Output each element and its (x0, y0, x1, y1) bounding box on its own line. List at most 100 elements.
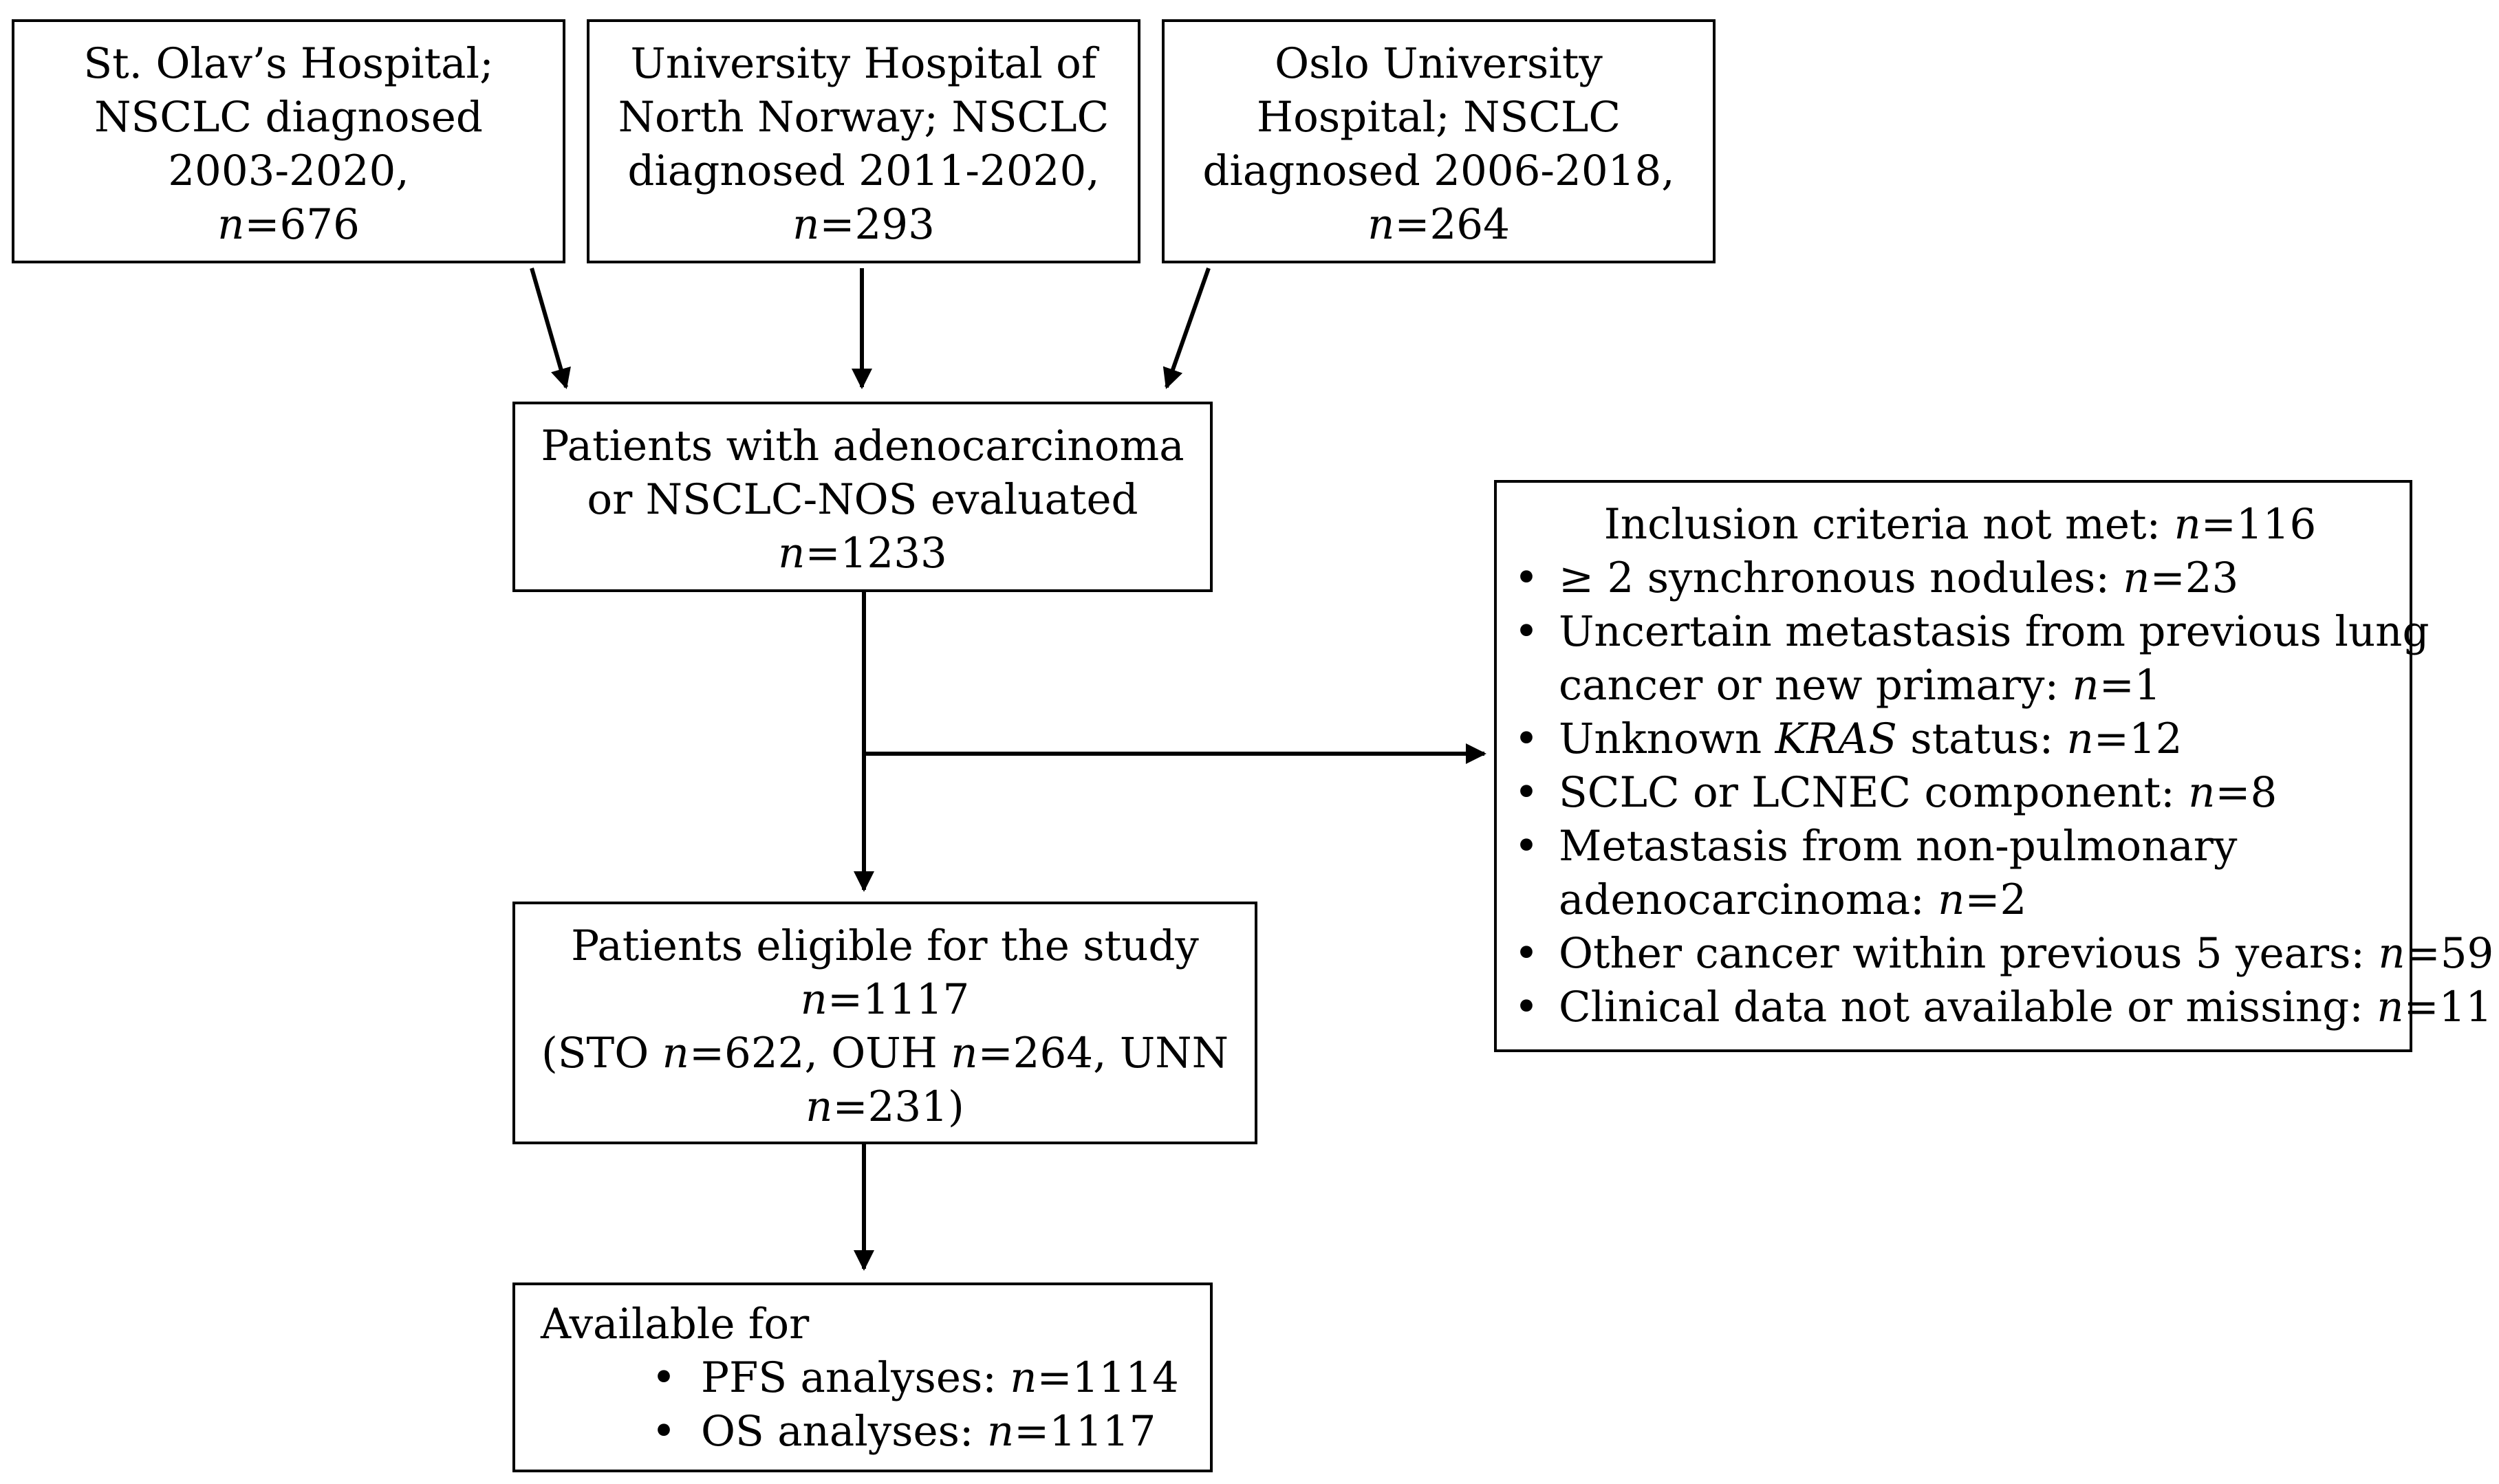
exclusion-item: • ≥ 2 synchronous nodules: n=23 (1497, 552, 2410, 605)
eligible-breakdown: (STO n=622, OUH n=264, UNN (515, 1027, 1255, 1080)
breakdown-text: =622, OUH (689, 1029, 951, 1078)
source-line: 2003-2020, (168, 146, 409, 195)
exclusion-title-text: Inclusion criteria not met: (1603, 500, 2174, 549)
count-value: =1117 (1014, 1407, 1156, 1456)
available-item-os: • OS analyses: n=1117 (515, 1405, 1210, 1459)
n-symbol: n (2072, 661, 2099, 710)
bullet-dot: • (1514, 822, 1539, 871)
n-symbol: n (2174, 500, 2201, 549)
eligible-box: Patients eligible for the study n=1117 (… (512, 902, 1257, 1144)
bullet-dot: • (1514, 607, 1539, 656)
n-symbol: n (2377, 983, 2404, 1032)
evaluated-line: Patients with adenocarcinoma (541, 422, 1184, 470)
exclusion-item: • Unknown KRAS status: n=12 (1497, 712, 2410, 766)
n-symbol: n (1010, 1353, 1037, 1402)
count-value: =2 (1965, 875, 2027, 924)
count-value: =11 (2403, 983, 2493, 1032)
source-line: diagnosed 2011-2020, (627, 146, 1100, 195)
eligible-line: Patients eligible for the study (571, 921, 1199, 970)
exclusion-item-text: cancer or new primary: (1559, 661, 2073, 710)
bullet-dot: • (651, 1353, 676, 1402)
bullet-dot: • (1514, 983, 1539, 1032)
exclusion-item: • SCLC or LCNEC component: n=8 (1497, 766, 2410, 820)
eligible-breakdown: n=231) (515, 1080, 1255, 1134)
n-symbol: n (2378, 929, 2405, 978)
count-value: =1114 (1037, 1353, 1179, 1402)
eligible-count: n=1117 (515, 973, 1255, 1027)
n-symbol: n (951, 1029, 978, 1078)
exclusion-item: • Clinical data not available or missing… (1497, 981, 2492, 1034)
bullet-dot: • (1514, 768, 1539, 817)
available-box: Available for • PFS analyses: n=1114 • O… (512, 1283, 1213, 1472)
bullet-dot: • (651, 1407, 676, 1456)
available-item-text: OS analyses: (701, 1407, 987, 1456)
source-line: St. Olav’s Hospital; (83, 39, 494, 88)
exclusion-item-continuation: cancer or new primary: n=1 (1497, 659, 2410, 712)
evaluated-line: or NSCLC-NOS evaluated (587, 475, 1138, 524)
source-line: NSCLC diagnosed (94, 93, 483, 142)
count-value: =264 (1394, 200, 1510, 249)
source-line: University Hospital of (630, 39, 1097, 88)
n-symbol: n (2066, 714, 2094, 763)
count-value: =116 (2200, 500, 2317, 549)
count-value: =12 (2093, 714, 2183, 763)
n-symbol: n (662, 1029, 689, 1078)
gene-name: KRAS (1775, 714, 1897, 763)
exclusion-item: • Metastasis from non-pulmonary (1497, 820, 2410, 873)
count-value: =676 (244, 200, 360, 249)
exclusion-item-text: Clinical data not available or missing: (1559, 983, 2377, 1032)
source-line: Oslo University (1275, 39, 1603, 88)
exclusion-item-text: Other cancer within previous 5 years: (1559, 929, 2379, 978)
n-symbol: n (792, 200, 820, 249)
exclusion-item-continuation: adenocarcinoma: n=2 (1497, 873, 2410, 927)
count-value: =1117 (827, 975, 970, 1024)
n-symbol: n (2123, 554, 2150, 602)
source-line: diagnosed 2006-2018, (1202, 146, 1675, 195)
bullet-dot: • (1514, 714, 1539, 763)
source-count: n=264 (1165, 198, 1713, 252)
available-heading: Available for (541, 1300, 810, 1349)
source-line: Hospital; NSCLC (1256, 93, 1621, 142)
count-value: =23 (2150, 554, 2239, 602)
count-value: =293 (819, 200, 935, 249)
n-symbol: n (800, 975, 827, 1024)
source-box-ouh: Oslo University Hospital; NSCLC diagnose… (1162, 19, 1716, 263)
n-symbol: n (1938, 875, 1965, 924)
bullet-dot: • (1514, 929, 1539, 978)
count-value: =1 (2099, 661, 2161, 710)
n-symbol: n (1367, 200, 1395, 249)
exclusion-item-text: ≥ 2 synchronous nodules: (1559, 554, 2123, 602)
exclusion-item-text: SCLC or LCNEC component: (1559, 768, 2189, 817)
evaluated-box: Patients with adenocarcinoma or NSCLC-NO… (512, 402, 1213, 592)
n-symbol: n (2188, 768, 2216, 817)
source-line: North Norway; NSCLC (618, 93, 1110, 142)
n-symbol: n (217, 200, 245, 249)
count-value: =59 (2405, 929, 2494, 978)
source-count: n=293 (589, 198, 1138, 252)
exclusion-item-text: Metastasis from non-pulmonary (1559, 822, 2238, 871)
arrow-source3-to-evaluated (1162, 268, 1211, 389)
exclusion-item-text: adenocarcinoma: (1559, 875, 1938, 924)
evaluated-count: n=1233 (515, 527, 1210, 580)
breakdown-text: =231) (832, 1082, 964, 1131)
exclusion-item-text: Unknown (1559, 714, 1775, 763)
n-symbol: n (805, 1082, 833, 1131)
source-box-st-olavs: St. Olav’s Hospital; NSCLC diagnosed 200… (12, 19, 565, 263)
exclusion-item: • Other cancer within previous 5 years: … (1497, 927, 2493, 981)
count-value: =8 (2215, 768, 2278, 817)
count-value: =1233 (805, 529, 947, 578)
breakdown-text: (STO (541, 1029, 662, 1078)
exclusion-item-text: Uncertain metastasis from previous lung (1559, 607, 2430, 656)
n-symbol: n (778, 529, 805, 578)
exclusion-title: Inclusion criteria not met: n=116 (1497, 498, 2410, 552)
n-symbol: n (986, 1407, 1015, 1456)
bullet-dot: • (1514, 554, 1539, 602)
source-count: n=676 (14, 198, 563, 252)
exclusion-box: Inclusion criteria not met: n=116 • ≥ 2 … (1494, 480, 2493, 1052)
source-box-unn: University Hospital of North Norway; NSC… (587, 19, 1140, 263)
available-item-pfs: • PFS analyses: n=1114 (515, 1351, 1210, 1405)
available-item-text: PFS analyses: (701, 1353, 1010, 1402)
exclusion-item: • Uncertain metastasis from previous lun… (1497, 605, 2430, 659)
breakdown-text: =264, UNN (977, 1029, 1229, 1078)
